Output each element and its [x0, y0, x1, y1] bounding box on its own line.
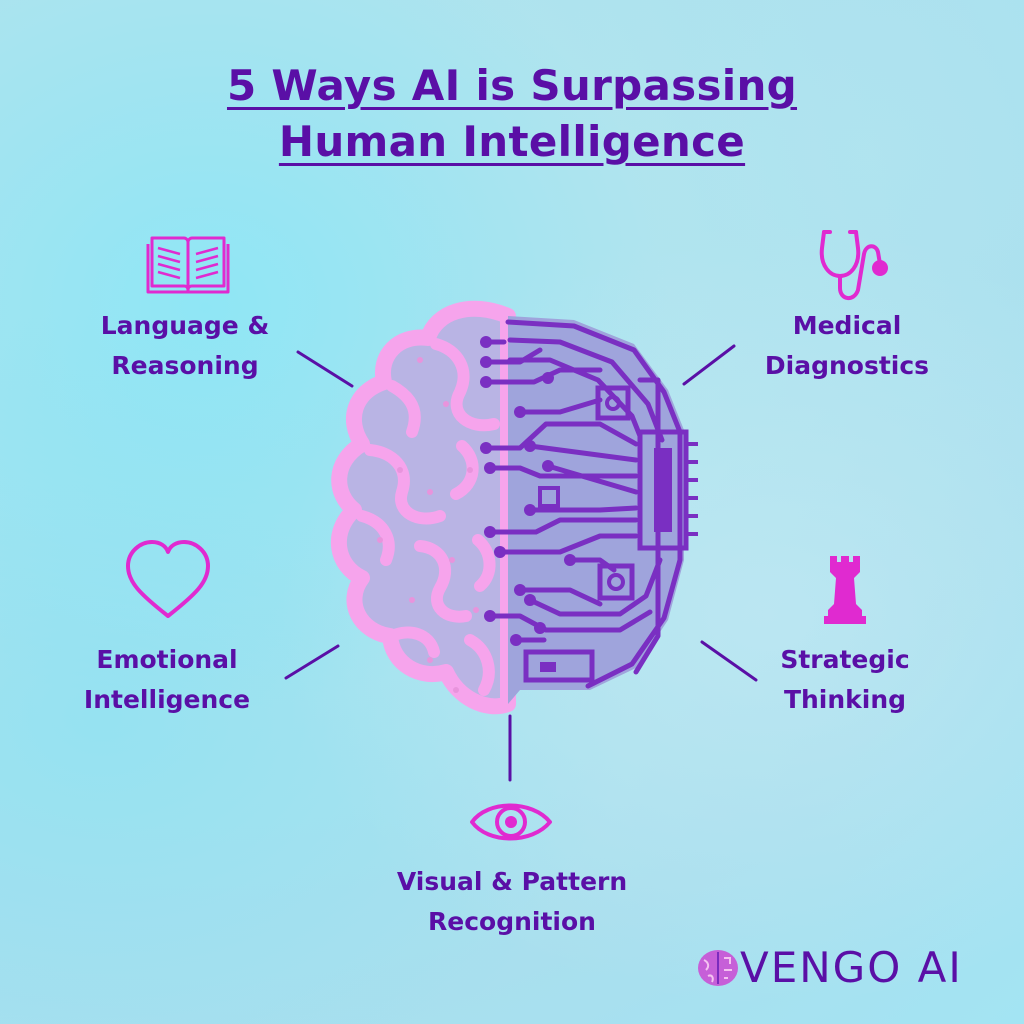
label-emotional-line-2: Intelligence	[83, 685, 251, 714]
label-strategic-line-2: Thinking	[783, 685, 907, 714]
label-medical-line-2: Diagnostics	[764, 351, 930, 380]
connector-lines	[284, 344, 758, 782]
stethoscope-icon	[819, 230, 888, 300]
label-language-reasoning: Language & Reasoning	[60, 306, 310, 386]
label-language-line-1: Language &	[100, 311, 270, 340]
label-visual-line-1: Visual & Pattern	[396, 867, 628, 896]
label-medical-line-1: Medical	[792, 311, 902, 340]
connector-medical	[682, 344, 736, 386]
chess-rook-icon	[824, 556, 866, 624]
brain-circuit-half	[480, 316, 698, 704]
label-visual-line-2: Recognition	[428, 907, 596, 936]
connector-language	[296, 350, 354, 388]
title-line-2: Human Intelligence	[278, 117, 746, 166]
label-emotional-intelligence: Emotional Intelligence	[42, 640, 292, 720]
eye-icon	[470, 803, 552, 841]
label-strategic-thinking: Strategic Thinking	[720, 640, 970, 720]
page-title: 5 Ways AI is Surpassing Human Intelligen…	[0, 62, 1024, 166]
label-language-line-2: Reasoning	[111, 351, 259, 380]
connector-emotional	[284, 644, 340, 680]
heart-icon	[126, 540, 210, 618]
brand-wordmark: VENGO AI	[740, 943, 963, 992]
label-emotional-line-1: Emotional	[96, 645, 238, 674]
connector-strategic	[700, 640, 758, 682]
label-strategic-line-1: Strategic	[780, 645, 910, 674]
brain-organic-half	[330, 300, 516, 715]
brain-logo-icon	[698, 950, 738, 986]
open-book-icon	[146, 236, 230, 294]
title-line-1: 5 Ways AI is Surpassing	[226, 61, 798, 110]
label-visual-pattern-recognition: Visual & Pattern Recognition	[362, 862, 662, 942]
label-medical-diagnostics: Medical Diagnostics	[722, 306, 972, 386]
